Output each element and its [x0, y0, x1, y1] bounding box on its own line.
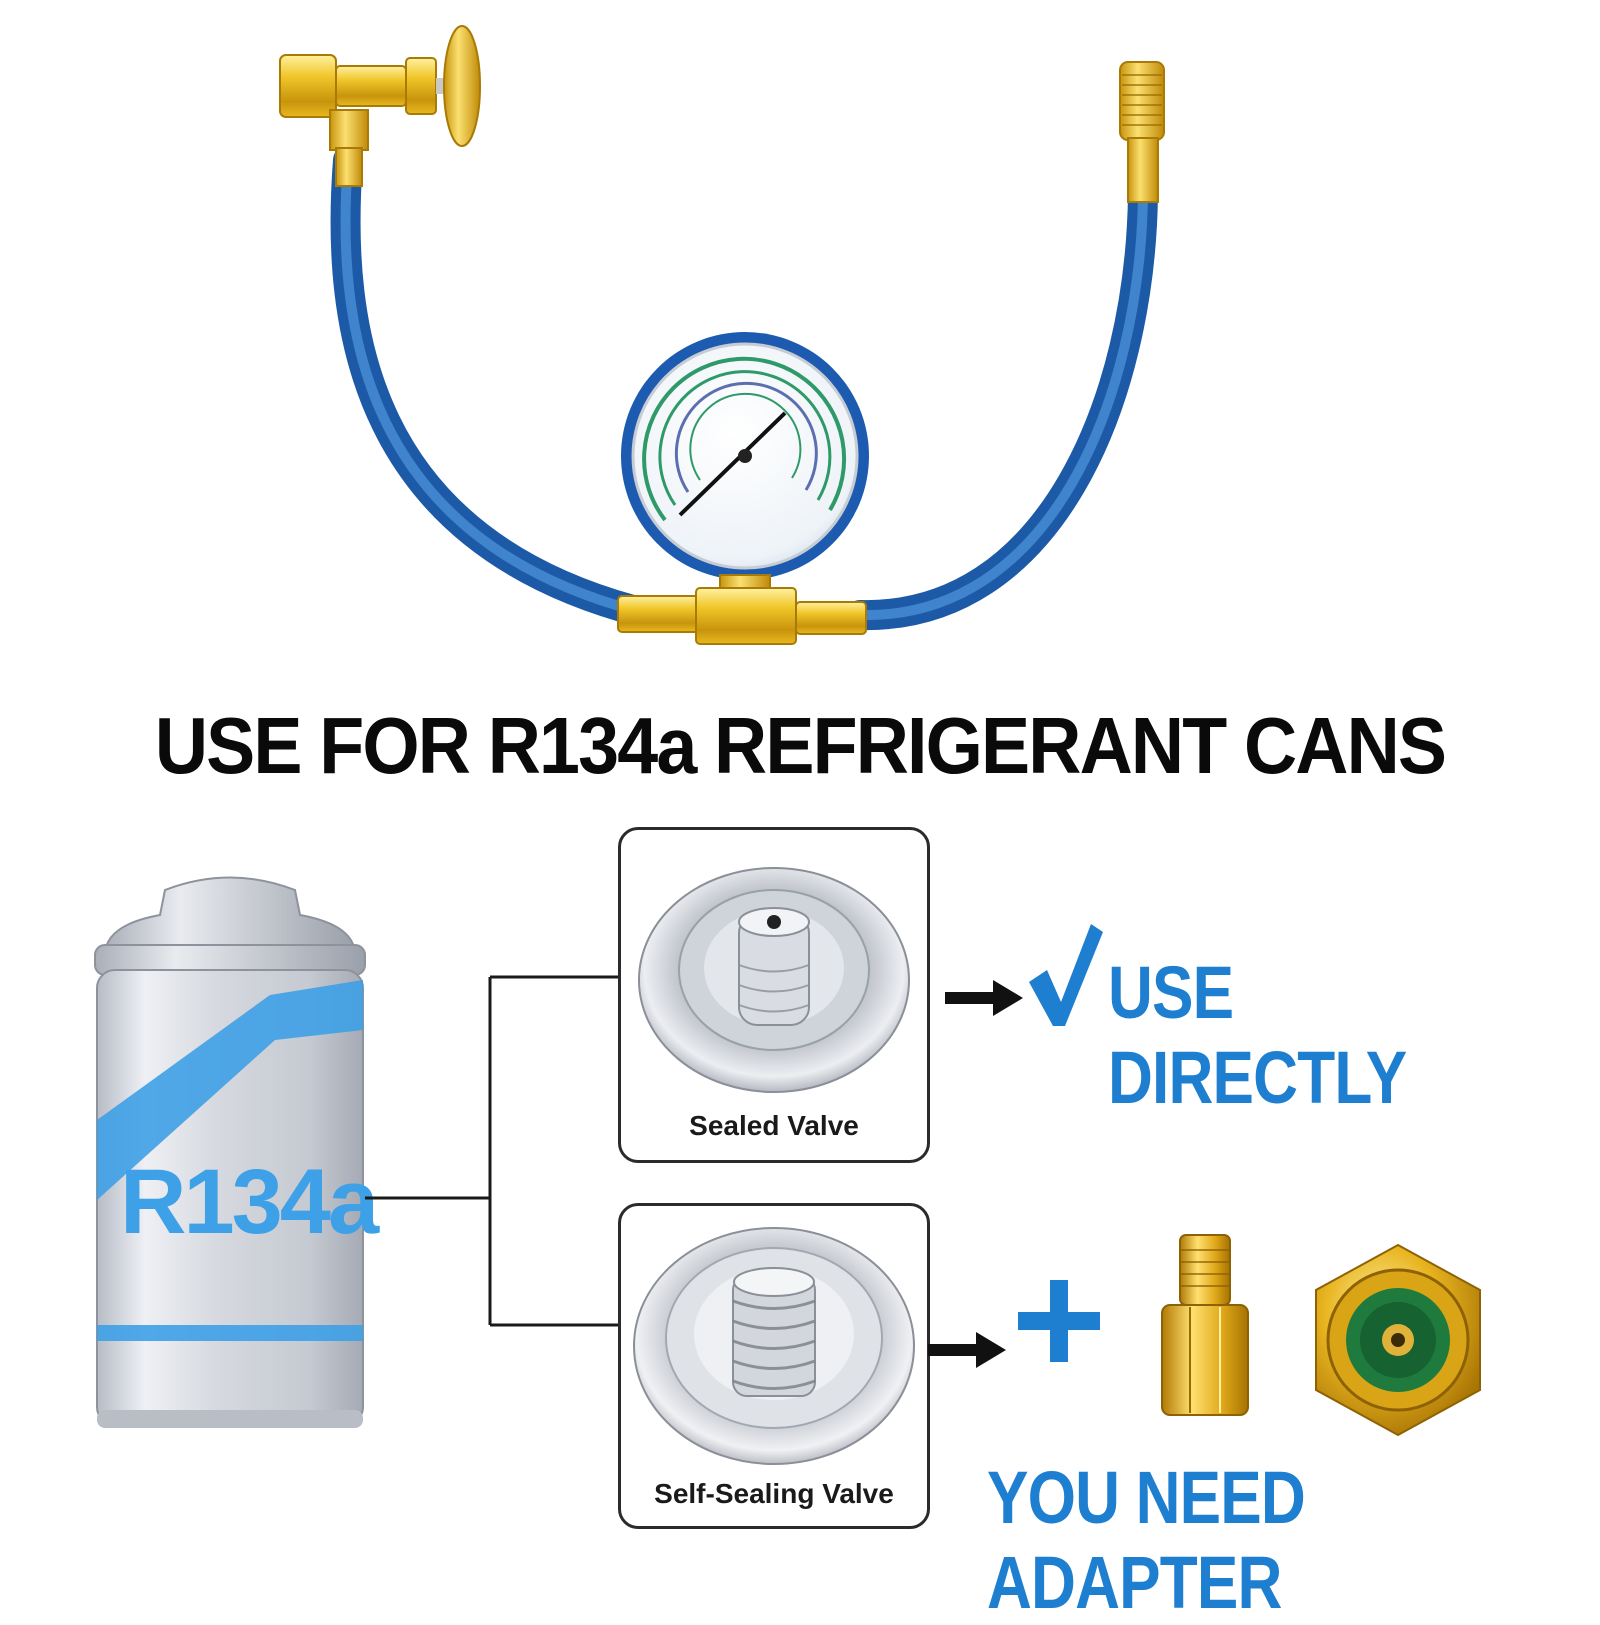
adapter-end-view-illustration	[1315, 1243, 1481, 1437]
use-directly-text: USE DIRECTLY	[1108, 951, 1407, 1119]
arrow-right-icon	[945, 980, 1023, 1016]
hose-gauge-kit-illustration	[279, 25, 1165, 645]
check-icon	[1029, 924, 1103, 1026]
self-sealing-valve-label: Self-Sealing Valve	[654, 1478, 894, 1509]
self-sealing-valve-card: Self-Sealing Valve	[618, 1203, 930, 1529]
brass-adapter-illustration	[1161, 1234, 1249, 1416]
headline: USE FOR R134a REFRIGERANT CANS	[154, 701, 1447, 790]
sealed-valve-label: Sealed Valve	[689, 1110, 859, 1141]
quick-coupler	[1119, 61, 1165, 203]
tee-fitting	[617, 587, 867, 645]
pressure-gauge	[621, 332, 869, 606]
refrigerant-can-illustration	[94, 876, 366, 1428]
you-need-adapter-text: YOU NEED ADAPTER	[987, 1456, 1306, 1624]
self-sealing-valve-illustration	[633, 1227, 915, 1465]
sealed-valve-card: Sealed Valve	[618, 827, 930, 1163]
sealed-valve-illustration	[638, 867, 910, 1093]
can-tap-valve	[279, 25, 481, 187]
arrow-right-icon	[928, 1332, 1006, 1368]
plus-icon	[1018, 1280, 1100, 1362]
can-label: R134a	[120, 1151, 379, 1253]
